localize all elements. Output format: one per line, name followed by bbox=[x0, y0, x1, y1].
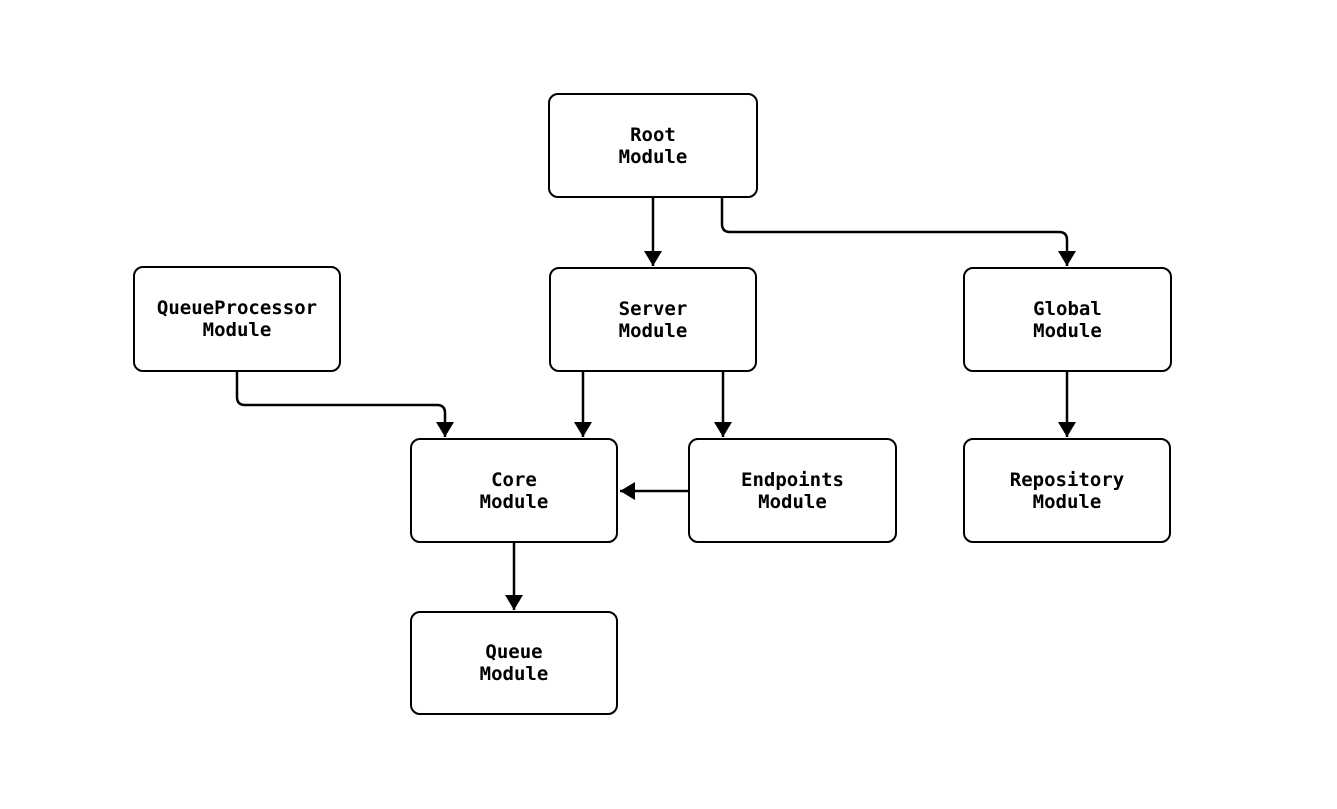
node-label-line2: Module bbox=[202, 319, 272, 341]
node-label-line1: Core bbox=[491, 468, 537, 491]
node-label-line2: Module bbox=[758, 490, 827, 513]
node-queue-module: Queue Module bbox=[410, 611, 618, 715]
node-label-line2: Module bbox=[479, 490, 549, 513]
node-core-module: Core Module bbox=[410, 438, 618, 543]
node-label-line1: Repository bbox=[1009, 468, 1125, 491]
node-label-line2: Module bbox=[618, 145, 688, 168]
node-label-line1: Endpoints bbox=[741, 468, 844, 491]
node-endpoints-module: Endpoints Module bbox=[688, 438, 897, 543]
edge-queueprocessor-core bbox=[235, 372, 454, 437]
node-label-line2: Module bbox=[1032, 490, 1102, 513]
node-root-module: Root Module bbox=[548, 93, 758, 198]
node-label-line2: Module bbox=[1033, 319, 1102, 342]
node-global-module: Global Module bbox=[963, 267, 1172, 372]
node-label-line1: Global bbox=[1033, 297, 1102, 320]
node-label-line1: Server bbox=[618, 297, 688, 320]
node-label-line2: Module bbox=[618, 319, 688, 342]
node-label-line2: Module bbox=[479, 663, 549, 685]
node-repository-module: Repository Module bbox=[963, 438, 1171, 543]
edge-root-global bbox=[720, 198, 1076, 266]
node-queueprocessor-module: QueueProcessor Module bbox=[133, 266, 341, 372]
node-label-line1: QueueProcessor bbox=[156, 297, 318, 319]
node-label-line1: Queue bbox=[485, 641, 543, 663]
node-server-module: Server Module bbox=[549, 267, 757, 372]
node-label-line1: Root bbox=[630, 123, 676, 146]
